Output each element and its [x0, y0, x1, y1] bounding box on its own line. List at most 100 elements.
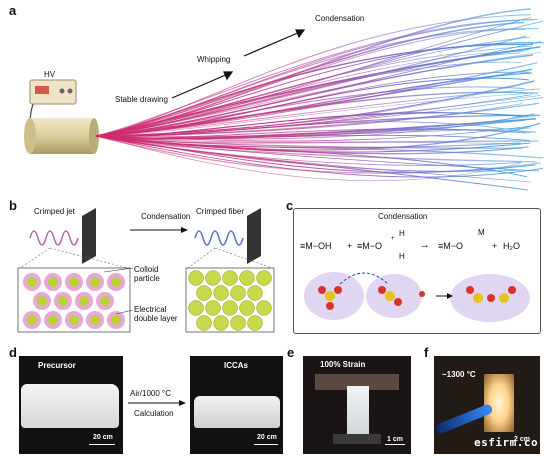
hv-power-supply: [29, 79, 77, 133]
panel-d-label: d: [9, 345, 17, 360]
panel-a-label: a: [9, 3, 17, 18]
condensed-particle: [213, 315, 229, 331]
flame-photo: [434, 356, 540, 454]
colloid-core: [27, 277, 37, 287]
h-top: H: [399, 229, 405, 238]
scale-bar-strain: 1 cm: [387, 436, 403, 443]
colloid-core: [69, 315, 79, 325]
fiber-strand: [95, 61, 522, 137]
precursor-photo: [19, 356, 123, 454]
fiber-strand: [95, 21, 525, 137]
panel-c-frame: [293, 208, 541, 334]
colloid-core: [48, 277, 58, 287]
fiber-strand: [95, 135, 543, 178]
spinneret-cylinder: [24, 118, 99, 154]
panel-b-label: b: [9, 198, 17, 213]
iccas-label: ICCAs: [224, 361, 249, 370]
fiber-strand: [95, 43, 533, 137]
fiber-strand: [95, 14, 531, 137]
condensed-particle: [213, 285, 229, 301]
condensed-particle: [247, 315, 263, 331]
reactant-m-oh: ≡M−OH: [300, 241, 332, 251]
colloid-grid-left: [23, 273, 125, 329]
electrospinning-illustration: [24, 8, 544, 191]
plus-charge: +: [391, 236, 395, 242]
process-arrow: [128, 400, 186, 406]
scale-bar-flame: 2 cm: [514, 436, 530, 443]
condensed-particle: [256, 300, 272, 316]
molecular-models: [304, 272, 530, 322]
colloid-core: [37, 296, 47, 306]
fiber-strand: [95, 49, 530, 137]
hv-label: HV: [44, 70, 56, 79]
condensation-arrow-label: Condensation: [141, 212, 191, 221]
fiber-strand: [95, 135, 528, 191]
scale-bar-precursor: 20 cm: [93, 434, 113, 441]
condensed-particle: [188, 300, 204, 316]
strain-photo: [303, 356, 411, 454]
colloid-core: [111, 277, 121, 287]
crimped-fiber-label: Crimped fiber: [196, 207, 245, 216]
annealing-condition: Air/1000 °C: [130, 389, 171, 398]
panel-c-title: Condensation: [378, 212, 428, 221]
crimped-jet-label: Crimped jet: [34, 207, 75, 216]
colloid-core: [69, 277, 79, 287]
reactant-m-oh2: ≡M−O: [357, 241, 383, 251]
condensed-particle: [196, 315, 212, 331]
plus-sign-1: +: [347, 241, 353, 251]
colloid-grid-right: [188, 270, 272, 331]
colloid-core: [58, 296, 68, 306]
condensed-particle: [222, 270, 238, 286]
fiber-strand: [95, 86, 525, 137]
stage-whipping: Whipping: [197, 55, 231, 64]
colloid-core: [100, 296, 110, 306]
condensed-particle: [256, 270, 272, 286]
colloid-core: [90, 277, 100, 287]
watermark: esfirm.co: [474, 436, 539, 449]
scale-bar-iccas: 20 cm: [257, 434, 277, 441]
panel-b-diagram: [17, 208, 275, 333]
calculation-label: Calculation: [134, 409, 174, 418]
condensed-particle: [230, 285, 246, 301]
stage-stable-drawing: Stable drawing: [115, 95, 168, 104]
fiber-strand: [95, 128, 527, 139]
stage-arrows: [171, 29, 306, 99]
temperature-label: ~1300 °C: [442, 370, 476, 379]
plus-sign-2: +: [492, 241, 498, 251]
reaction-arrow: →: [419, 239, 430, 251]
double-layer-label: Electrical double layer: [134, 305, 178, 323]
iccas-photo: [190, 356, 283, 454]
condensed-particle: [205, 270, 221, 286]
colloid-core: [27, 315, 37, 325]
condensed-particle: [196, 285, 212, 301]
colloid-core: [111, 315, 121, 325]
colloid-core: [48, 315, 58, 325]
fiber-strand: [95, 135, 544, 159]
h-bottom: H: [399, 252, 405, 261]
fiber-strand: [95, 28, 526, 137]
stage-condensation: Condensation: [315, 14, 365, 23]
colloid-core: [90, 315, 100, 325]
panel-e-label: e: [287, 345, 295, 360]
condensed-particle: [205, 300, 221, 316]
fiber-strand: [95, 19, 534, 137]
strain-label: 100% Strain: [320, 360, 366, 369]
panel-c-label: c: [286, 198, 294, 213]
product-m-o: ≡M−O: [438, 241, 464, 251]
condensed-particle: [247, 285, 263, 301]
water: H₂O: [503, 241, 520, 251]
fiber-strand: [95, 135, 541, 174]
fiber-strand: [95, 112, 529, 137]
colloid-core: [79, 296, 89, 306]
panel-f-label: f: [424, 345, 429, 360]
condensed-particle: [188, 270, 204, 286]
condensed-particle: [230, 315, 246, 331]
condensed-particle: [222, 300, 238, 316]
fiber-bundle: [95, 8, 544, 191]
condensed-particle: [239, 270, 255, 286]
fiber-strand: [95, 134, 530, 141]
fiber-strand: [95, 71, 530, 137]
colloid-particle-label: Colloid particle: [134, 265, 160, 283]
precursor-label: Precursor: [38, 361, 76, 370]
condensed-particle: [239, 300, 255, 316]
